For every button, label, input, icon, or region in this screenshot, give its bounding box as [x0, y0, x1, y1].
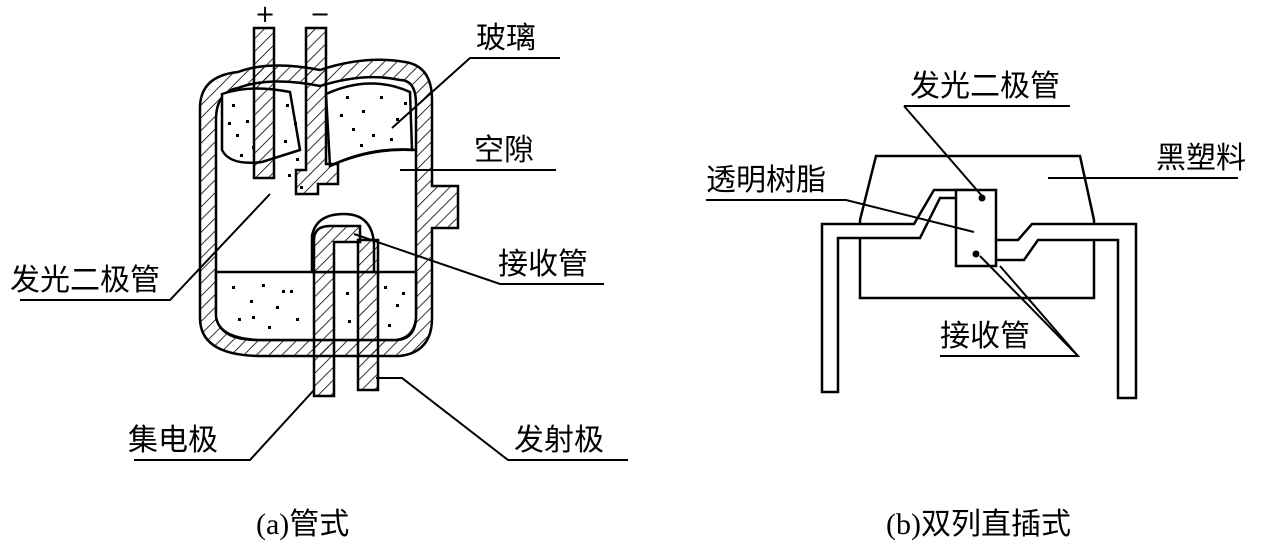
collector-lead: [312, 224, 362, 398]
glass-leader: [391, 57, 560, 129]
minus-sign: −: [310, 0, 330, 28]
receiver-leader: [353, 233, 604, 285]
label-collector: 集电极: [128, 423, 218, 458]
receiver-chip: [972, 250, 980, 258]
led-lead-plus: [252, 26, 276, 180]
label-clear-resin: 透明树脂: [706, 163, 826, 198]
led-chip: [978, 194, 986, 202]
label-black-plastic: 黑塑料: [1156, 141, 1246, 176]
resin-leader: [706, 199, 975, 233]
emitter-lead: [356, 238, 380, 392]
caption-b: (b)双列直插式: [886, 508, 1071, 541]
caption-a: (a)管式: [256, 508, 349, 541]
leader-lines-b: [706, 105, 1238, 357]
led-leader: [20, 193, 271, 301]
label-led: 发光二极管: [10, 263, 160, 298]
air-gap-boundary: [329, 148, 417, 168]
label-receiver-b: 接收管: [940, 319, 1030, 354]
plus-sign: +: [255, 0, 275, 28]
label-gap: 空隙: [474, 133, 534, 168]
label-led-b: 发光二极管: [910, 69, 1060, 104]
label-receiver: 接收管: [498, 247, 588, 282]
collector-leader: [134, 389, 315, 461]
label-glass: 玻璃: [476, 21, 536, 56]
receiver-leader-b2: [999, 265, 1079, 357]
led-lead-minus: [294, 26, 340, 196]
led-leader-b: [903, 105, 983, 197]
dip-type-diagram: 发光二极管 透明树脂 黑塑料 接收管 (b)双列直插式: [706, 69, 1246, 541]
emitter-leader: [376, 377, 628, 461]
leader-lines-a: [20, 57, 628, 461]
tube-type-diagram: + − 玻璃 空隙 发光二极管 接收管 集电极 发射极 (a)管式: [10, 0, 628, 541]
label-emitter: 发射极: [514, 423, 604, 458]
